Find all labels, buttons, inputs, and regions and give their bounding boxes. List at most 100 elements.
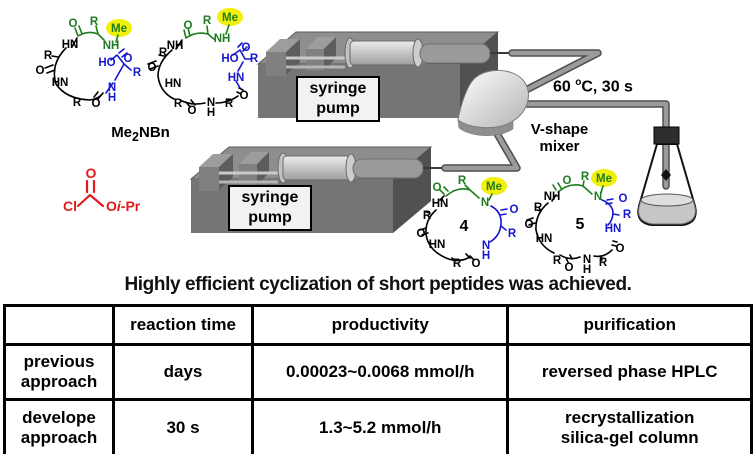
flow-chemistry-scheme: O R Me NH HN R O HN R O HO O R N H O R M… (36, 8, 697, 275)
table-row-previous: previous approach days 0.00023~0.0068 mm… (2, 343, 753, 401)
pump-bottom-label: syringe pump (228, 185, 312, 231)
yellow-highlight (591, 169, 617, 187)
atom-label-n: N (594, 191, 602, 203)
atom-label-ho: HO (98, 57, 115, 69)
row-label-line1: previous (23, 351, 95, 371)
row-label-previous-approach: previous approach (2, 343, 116, 401)
conditions-post: C, 30 s (581, 78, 633, 96)
product-4: O R Me N O R N H HN R O HN R O 4 (417, 175, 519, 270)
atom-label-me: Me (486, 181, 502, 193)
atom-label-o: O (240, 90, 249, 102)
results-table: reaction time productivity purification … (2, 304, 753, 454)
atom-label-r: R (159, 47, 168, 59)
atom-label-o: O (619, 193, 628, 205)
cell-productivity: 1.3~5.2 mmol/h (250, 398, 510, 454)
cell-reaction-time: days (112, 343, 254, 401)
atom-label-hn: HN (536, 233, 553, 245)
atom-label-hn: HN (605, 223, 622, 235)
pump-label-line2: pump (248, 209, 292, 226)
atom-label-hn: HN (228, 72, 245, 84)
atom-label-r: R (458, 175, 467, 187)
tube-top (508, 49, 602, 96)
atom-label-hn: HN (52, 77, 69, 89)
atom-label-h: H (108, 92, 116, 104)
atom-label-o: O (188, 105, 197, 117)
atom-label-hn: HN (62, 39, 79, 51)
atom-label-r: R (90, 16, 99, 28)
atom-label-h: H (482, 250, 490, 262)
atom-label-o: O (565, 262, 574, 274)
mixer-label: V-shape mixer (512, 121, 607, 156)
row-label-line2: approach (20, 428, 98, 447)
atom-label-nh: NH (167, 40, 184, 52)
atom-label-o: O (510, 204, 519, 216)
compound-number: 5 (576, 216, 585, 233)
conditions-pre: 60 (553, 78, 576, 96)
atom-label-hn: HN (165, 78, 182, 90)
atom-label-n: N (482, 240, 490, 252)
row-label-line2: approach (20, 372, 98, 391)
atom-label-o: O (69, 18, 78, 30)
atom-label-r: R (174, 98, 183, 110)
atom-label-r: R (534, 202, 543, 214)
pump-label-line2: pump (316, 100, 360, 117)
atom-label-n: N (108, 82, 116, 94)
mixer-label-line1: V-shape (530, 121, 589, 138)
reagent-structure: Cl O Oi-Pr (63, 165, 141, 214)
cyclic-peptide-sm2: O R Me NH NH R O HN R O N H R O HO O R H… (147, 8, 259, 119)
substrates-label-pre: Me (111, 124, 133, 141)
atom-label-r: R (423, 210, 432, 222)
pump-label-line1: syringe (241, 189, 299, 206)
row-label-line1: develope (22, 407, 96, 427)
header-empty (2, 304, 116, 346)
atom-label-o: O (124, 53, 133, 65)
substrates-label-post: NBn (138, 124, 170, 141)
substrates-label: Me2NBn (93, 124, 188, 144)
atom-label-nh: NH (544, 191, 561, 203)
atom-label-r: R (133, 67, 142, 79)
atom-label-h: H (583, 264, 591, 275)
substrates-label-sub: 2 (132, 130, 139, 144)
atom-label-r: R (581, 171, 590, 183)
cyclic-peptide-sm1: O R Me NH HN R O HN R O HO O R N H (36, 16, 142, 110)
atom-label-r: R (203, 15, 212, 27)
conditions-degree: o (575, 77, 582, 88)
yellow-highlight (481, 177, 507, 195)
atom-label-hn: HN (429, 239, 446, 251)
atom-label-n: N (583, 254, 591, 266)
yellow-highlight (106, 19, 132, 37)
tube-outlet (510, 100, 670, 190)
atom-label-o: O (433, 182, 442, 194)
atom-label-o: O (148, 62, 157, 74)
tube-clip (661, 169, 671, 181)
atom-label-r: R (225, 98, 234, 110)
conditions-label: 60 oC, 30 s (553, 77, 633, 96)
atom-label-o: O (563, 175, 572, 187)
atom-label-me: Me (222, 12, 238, 24)
atom-label-ho: HO (221, 53, 238, 65)
cell-purification: reversed phase HPLC (506, 343, 753, 401)
liquid-surface (640, 193, 694, 207)
atom-label-n: N (207, 97, 215, 109)
cell-productivity: 0.00023~0.0068 mmol/h (250, 343, 510, 401)
header-purification: purification (506, 304, 753, 346)
table-header-row: reaction time productivity purification (2, 304, 753, 346)
atom-label-o: O (86, 165, 97, 181)
atom-label-o: O (616, 243, 625, 255)
cell-reaction-time: 30 s (112, 398, 254, 454)
caption: Highly efficient cyclization of short pe… (124, 274, 632, 295)
yellow-highlight (217, 8, 243, 26)
pump-label-line1: syringe (309, 80, 367, 97)
atom-label-oipr: Oi-Pr (106, 198, 141, 214)
atom-label-hn: HN (432, 198, 449, 210)
mixer-label-line2: mixer (539, 138, 580, 156)
atom-label-r: R (623, 209, 632, 221)
atom-label-r: R (508, 228, 517, 240)
pump-top-label: syringe pump (296, 76, 380, 122)
atom-label-o: O (417, 228, 426, 240)
purification-line1: recrystallization (565, 407, 695, 427)
atom-label-me: Me (596, 173, 612, 185)
purification-line2: silica-gel column (560, 428, 699, 447)
row-label-develope-approach: develope approach (2, 398, 116, 454)
flask-liquid (638, 199, 696, 225)
